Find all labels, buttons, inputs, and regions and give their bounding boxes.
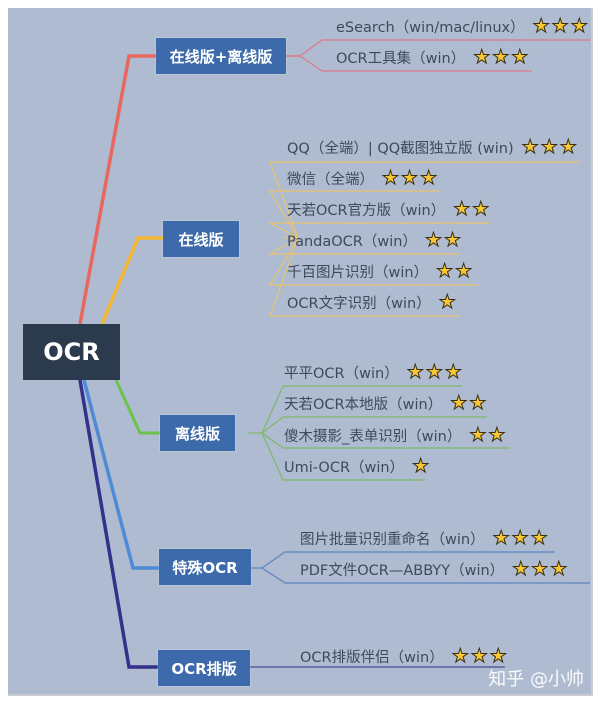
star-icon: ★	[570, 14, 588, 37]
star-icon: ★	[512, 557, 530, 580]
star-icon: ★	[521, 135, 539, 158]
star-icon: ★	[406, 360, 424, 383]
rating-stars: ★★★	[492, 526, 548, 549]
leaf-label: 天若OCR本地版（win）	[284, 396, 443, 413]
star-icon: ★	[530, 526, 548, 549]
watermark: 知乎 @小帅	[488, 669, 584, 690]
root-node[interactable]: OCR	[23, 324, 120, 380]
leaf-label: QQ（全端）| QQ截图独立版 (win)	[287, 140, 514, 157]
branch-ocr-layout[interactable]: OCR排版	[158, 650, 250, 686]
leaf-item[interactable]: Umi-OCR（win） ★	[284, 454, 430, 477]
rating-stars: ★	[438, 290, 456, 313]
leaf-label: 微信（全端）	[287, 171, 374, 188]
branch-special-ocr[interactable]: 特殊OCR	[159, 549, 251, 585]
rating-stars: ★★	[424, 228, 462, 251]
rating-stars: ★★★	[381, 166, 438, 189]
star-icon: ★	[425, 360, 443, 383]
star-icon: ★	[455, 259, 473, 282]
rating-stars: ★★★	[473, 45, 529, 68]
branch-label: 在线版+离线版	[169, 47, 273, 66]
leaf-item[interactable]: 天若OCR本地版（win） ★★	[284, 391, 487, 414]
star-icon: ★	[473, 45, 491, 68]
leaf-item[interactable]: QQ（全端）| QQ截图独立版 (win) ★★★	[287, 136, 577, 158]
star-icon: ★	[550, 557, 568, 580]
star-icon: ★	[492, 45, 510, 68]
star-icon: ★	[559, 135, 577, 158]
leaf-label: eSearch（win/mac/linux）	[336, 19, 525, 36]
leaf-label: 图片批量识别重命名（win）	[300, 531, 485, 548]
branch-online[interactable]: 在线版	[163, 221, 239, 257]
leaf-item[interactable]: 平平OCR（win） ★★★	[284, 361, 462, 383]
leaf-item[interactable]: OCR工具集（win） ★★★	[336, 45, 529, 68]
star-icon: ★	[492, 526, 510, 549]
branch-label: 离线版	[174, 424, 220, 443]
star-icon: ★	[450, 391, 468, 414]
leaf-label: OCR排版伴侣（win）	[300, 649, 444, 666]
rating-stars: ★★★	[406, 360, 462, 383]
star-icon: ★	[401, 166, 419, 189]
leaf-item[interactable]: 微信（全端） ★★★	[287, 166, 438, 189]
rating-stars: ★★★	[512, 557, 568, 580]
leaf-item[interactable]: 傻木摄影_表单识别（win） ★★	[284, 423, 506, 446]
rating-stars: ★★	[450, 391, 487, 414]
leaf-label: 傻木摄影_表单识别（win）	[284, 428, 462, 445]
star-icon: ★	[443, 228, 462, 251]
star-icon: ★	[438, 290, 456, 313]
leaf-item[interactable]: OCR文字识别（win） ★	[287, 291, 456, 313]
rating-stars: ★★★	[532, 14, 588, 37]
leaf-label: OCR文字识别（win）	[287, 295, 431, 312]
leaf-item[interactable]: PDF文件OCR—ABBYY（win） ★★★	[300, 557, 568, 580]
star-icon: ★	[436, 259, 454, 282]
star-icon: ★	[424, 228, 442, 251]
leaf-label: PDF文件OCR—ABBYY（win）	[300, 562, 505, 579]
star-icon: ★	[453, 197, 471, 220]
rating-stars: ★	[412, 454, 430, 477]
star-icon: ★	[469, 391, 487, 414]
star-icon: ★	[540, 135, 558, 158]
star-icon: ★	[532, 14, 550, 37]
leaf-item[interactable]: OCR排版伴侣（win） ★★★	[300, 645, 507, 667]
star-icon: ★	[451, 644, 469, 667]
star-icon: ★	[488, 423, 506, 446]
rating-stars: ★★★	[451, 644, 507, 667]
rating-stars: ★★	[469, 423, 506, 446]
branch-label: 在线版	[178, 230, 224, 249]
star-icon: ★	[470, 644, 488, 667]
leaf-item[interactable]: PandaOCR（win） ★★	[287, 228, 462, 251]
leaf-item[interactable]: 图片批量识别重命名（win） ★★★	[300, 527, 548, 549]
leaf-label: 天若OCR官方版（win）	[287, 202, 446, 219]
rating-stars: ★★★	[521, 135, 577, 158]
rating-stars: ★★	[453, 197, 490, 220]
leaf-item[interactable]: eSearch（win/mac/linux） ★★★	[336, 15, 588, 37]
leaf-item[interactable]: 千百图片识别（win） ★★	[287, 259, 473, 282]
star-icon: ★	[472, 197, 490, 220]
star-icon: ★	[381, 166, 400, 189]
branch-offline[interactable]: 离线版	[160, 415, 235, 451]
leaf-label: OCR工具集（win）	[336, 50, 466, 67]
leaf-label: PandaOCR（win）	[287, 233, 417, 250]
star-icon: ★	[551, 14, 569, 37]
leaf-label: 千百图片识别（win）	[287, 264, 429, 281]
star-icon: ★	[469, 423, 487, 446]
star-icon: ★	[420, 166, 438, 189]
star-icon: ★	[412, 454, 430, 477]
leaf-item[interactable]: 天若OCR官方版（win） ★★	[287, 197, 490, 220]
branch-label: OCR排版	[171, 659, 237, 678]
leaf-label: Umi-OCR（win）	[284, 459, 405, 476]
branch-online-offline[interactable]: 在线版+离线版	[156, 38, 286, 74]
star-icon: ★	[511, 526, 529, 549]
star-icon: ★	[531, 557, 549, 580]
leaf-label: 平平OCR（win）	[284, 365, 399, 382]
root-label: OCR	[43, 338, 100, 366]
star-icon: ★	[444, 360, 462, 383]
branch-label: 特殊OCR	[172, 558, 238, 577]
star-icon: ★	[489, 644, 507, 667]
rating-stars: ★★	[436, 259, 473, 282]
star-icon: ★	[511, 45, 529, 68]
